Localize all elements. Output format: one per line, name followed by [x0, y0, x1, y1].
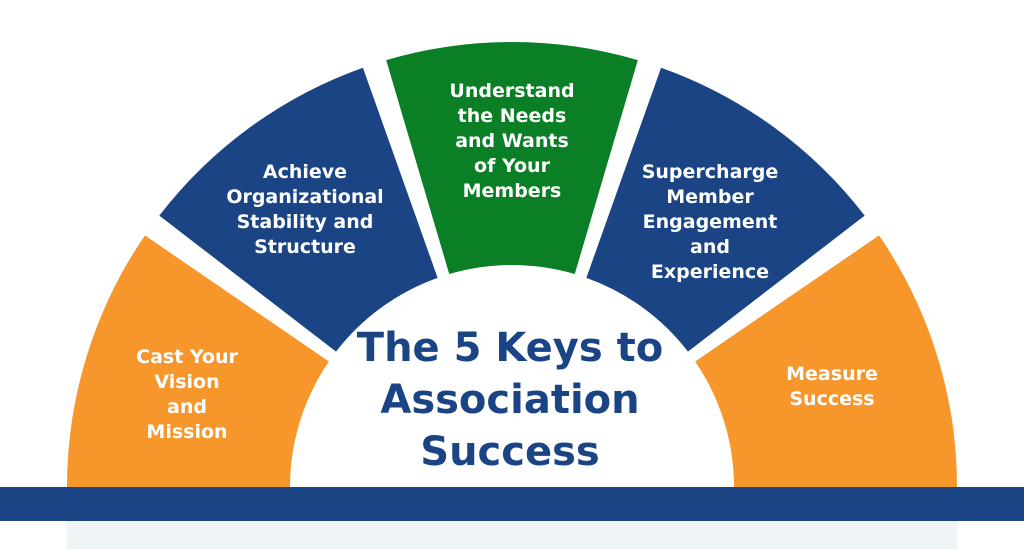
segment-2-label: Achieve Organizational Stability and Str… [226, 161, 384, 258]
segment-4 [586, 67, 865, 352]
segment-1 [67, 235, 329, 487]
segment-4-label: Supercharge Member Engagement and Experi… [641, 161, 779, 283]
segment-3 [386, 41, 638, 275]
center-title: The 5 Keys to Association Success [356, 325, 664, 475]
shadow-band [67, 521, 957, 549]
shadow-arc [67, 521, 957, 549]
segment-2 [159, 67, 438, 352]
base-bar [0, 487, 1024, 521]
segment-1-label: Cast Your Vision and Mission [136, 346, 238, 443]
segment-3-label: Understand the Needs and Wants of Your M… [449, 80, 575, 202]
segment-5 [695, 235, 957, 487]
segment-5-label: Measure Success [786, 363, 878, 410]
segments-group [67, 41, 957, 487]
